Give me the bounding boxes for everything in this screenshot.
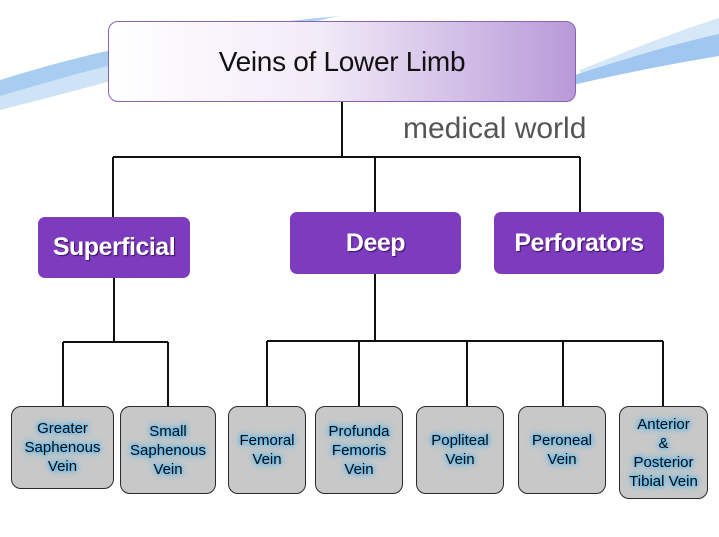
leaf-text-line: Vein [252, 451, 282, 468]
leaf-text-line: & [658, 434, 669, 452]
leaf-text-line: Popliteal [431, 432, 489, 449]
leaf-anterior-posterior-tibial-vein: Anterior & Posterior Tibial Vein [619, 406, 708, 499]
leaf-text-line: Peroneal [531, 432, 593, 449]
leaf-text-line: Femoris [331, 441, 387, 459]
category-deep-label: Deep [345, 228, 406, 257]
leaf-text-line: Femoral [239, 432, 295, 449]
leaf-text-line: Saphenous [130, 441, 206, 459]
leaf-text-line: Tibial Vein [629, 472, 698, 490]
leaf-text-line: Vein [344, 460, 374, 478]
leaf-profunda-femoris-vein: Profunda Femoris Vein [315, 406, 403, 494]
category-superficial: Superficial [38, 217, 190, 278]
diagram-title: Veins of Lower Limb [218, 45, 466, 77]
leaf-small-saphenous-vein: Small Saphenous Vein [120, 406, 216, 494]
leaf-peroneal-vein: Peroneal Vein [518, 406, 606, 494]
leaf-text-line: Vein [445, 451, 475, 468]
leaf-text-line: Profunda [328, 422, 390, 440]
leaf-text-line: Saphenous [24, 439, 101, 456]
leaf-text-line: Posterior [633, 453, 694, 471]
leaf-text-line: Vein [547, 451, 577, 468]
category-perforators-label: Perforators [514, 228, 644, 257]
leaf-femoral-vein: Femoral Vein [228, 406, 306, 494]
category-perforators: Perforators [494, 212, 664, 274]
watermark-text: medical world [403, 112, 587, 145]
leaf-popliteal-vein: Popliteal Vein [416, 406, 504, 494]
leaf-text-line: Vein [47, 458, 78, 475]
category-deep: Deep [290, 212, 461, 274]
category-superficial-label: Superficial [52, 233, 176, 261]
leaf-text-line: Greater [37, 420, 88, 437]
leaf-text-line: Small [149, 422, 187, 440]
diagram-title-box: Veins of Lower Limb [108, 21, 576, 102]
leaf-text-line: Anterior [637, 415, 690, 433]
leaf-greater-saphenous-vein: Greater Saphenous Vein [11, 406, 114, 489]
leaf-text-line: Vein [153, 460, 183, 478]
